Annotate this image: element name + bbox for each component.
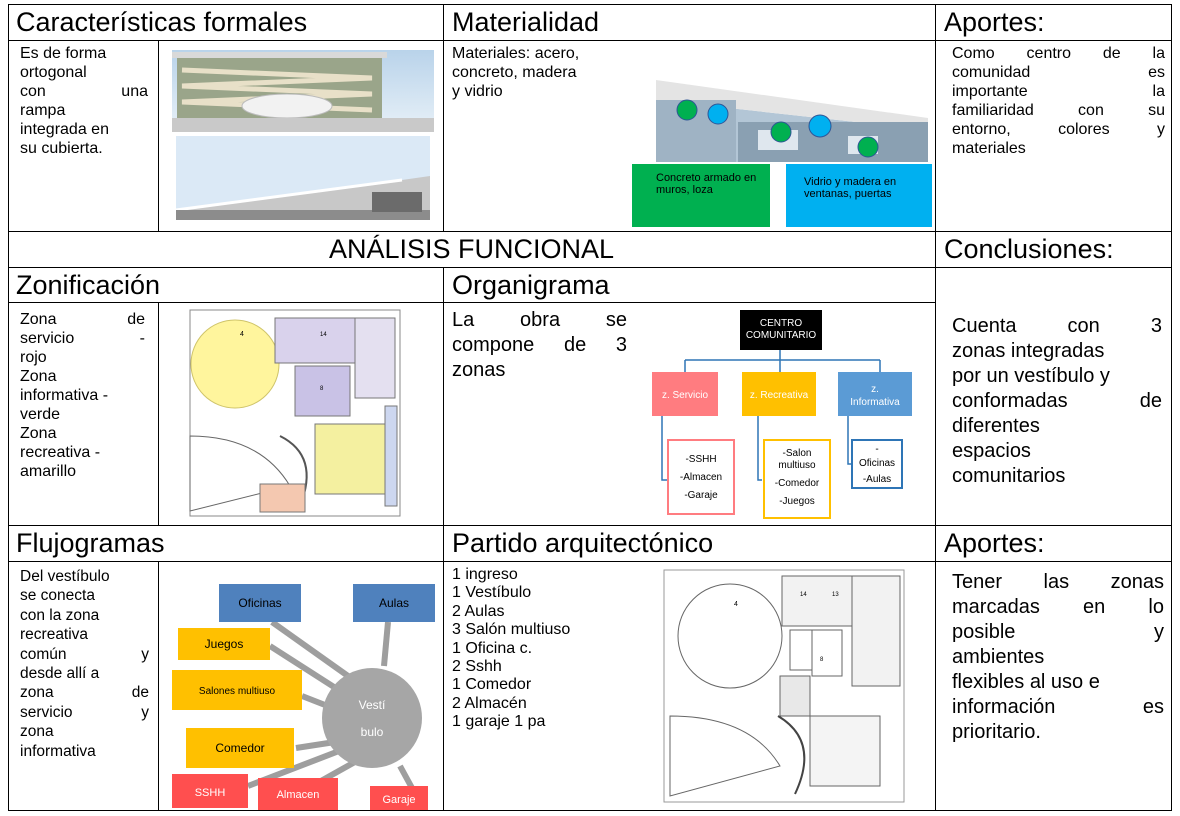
partido-list: 1 ingreso 1 Vestíbulo 2 Aulas 3 Salón mu… [452,566,571,731]
caracteristicas-heading: Características formales [16,7,308,37]
partido-heading: Partido arquitectónico [452,528,714,558]
org-servicio-label: z. Servicio [662,390,709,401]
caracteristicas-text: Es de forma ortogonal con una rampa inte… [20,45,148,157]
materialidad-heading: Materialidad [452,7,600,37]
svg-text:4: 4 [240,331,244,338]
flow-aulas-box [353,584,435,622]
svg-text:8: 8 [320,386,324,392]
org-recreativa-items-box [763,439,831,519]
org-informativa-box [838,372,912,416]
org-item-sshh: -SSHH [685,454,716,465]
org-root-box [740,310,822,350]
legend-glass-wood: Vidrio y madera en ventanas, puertas [786,164,932,227]
flow-oficinas-label: Oficinas [238,596,281,610]
conclusiones-text: Cuenta con 3 zonas integradas por un ves… [952,315,1162,487]
org-root-label-1: CENTRO [760,318,802,329]
partido-floor-plan-image: 4 14 13 8 [660,566,908,806]
zonificacion-text: Zona de servicio - rojo Zona informativa… [20,311,145,480]
org-item-multiuso: multiuso [778,460,816,471]
org-servicio-items-box [667,439,735,515]
org-recreativa-label: z. Recreativa [750,390,809,401]
vestibulo-label-1: Vestí [359,698,386,712]
org-item-garaje: -Garaje [684,490,718,501]
building-render-image [648,50,932,165]
analisis-funcional-heading: ANÁLISIS FUNCIONAL [328,234,615,264]
flow-salones-box [172,670,302,710]
org-root-label-2: COMUNITARIO [746,330,817,341]
org-item-almacen: -Almacen [680,472,722,483]
org-item-comedor: -Comedor [775,478,820,489]
vestibulo-circle [322,668,422,768]
svg-text:14: 14 [320,332,327,338]
flow-oficinas-box [219,584,301,622]
org-item-aulas: -Aulas [863,474,891,485]
organigrama-heading: Organigrama [452,270,610,300]
flow-salones-label: Salones multiuso [199,686,276,697]
svg-text:14: 14 [800,592,807,598]
flow-juegos-box [178,628,270,660]
org-item-dash: - [875,444,878,455]
aportes-heading: Aportes: [944,7,1045,37]
org-item-salon: -Salon [783,448,812,459]
org-informativa-items-box [851,439,903,489]
flow-almacen-label: Almacen [277,789,320,801]
flow-comedor-box [186,728,294,768]
org-informativa-label-1: z. [871,384,879,395]
flow-juegos-label: Juegos [205,637,244,651]
zoning-floor-plan-image: 4 14 8 [180,306,404,520]
flujogramas-heading: Flujogramas [16,528,165,558]
flujogramas-text: Del vestíbulo se conecta con la zona rec… [20,568,149,760]
svg-text:8: 8 [820,657,824,663]
flow-garaje-box [370,786,428,810]
zonificacion-heading: Zonificación [16,270,161,300]
aportes-heading-2: Aportes: [944,528,1045,558]
organigrama-text: La obra se compone de 3 zonas [452,309,627,381]
flow-sshh-box [172,774,248,808]
aportes-text-2: Tener las zonas marcadas en lo posible y… [952,571,1164,743]
aportes-text-1: Como centro de la comunidad es important… [952,45,1165,157]
flow-comedor-label: Comedor [215,741,264,755]
org-informativa-label-2: Informativa [850,397,900,408]
org-servicio-box [652,372,718,416]
flow-sshh-label: SSHH [195,787,226,799]
org-item-oficinas: Oficinas [859,458,895,469]
vestibulo-label-2: bulo [361,725,384,739]
flujograma-diagram: Vestí bulo Oficinas Aulas Juegos Salones… [172,584,435,810]
flow-almacen-box [258,778,338,810]
svg-text:4: 4 [734,601,738,608]
materialidad-text: Materiales: acero, concreto, madera y vi… [452,45,580,100]
org-item-juegos: -Juegos [779,496,815,507]
flow-garaje-label: Garaje [382,794,415,806]
legend-concrete: Concreto armado en muros, loza [632,164,770,227]
svg-text:13: 13 [832,592,839,598]
flow-aulas-label: Aulas [379,596,409,610]
organigrama-diagram: CENTRO COMUNITARIO z. Servicio z. Recrea… [652,310,912,519]
org-recreativa-box [742,372,816,416]
conclusiones-heading: Conclusiones: [944,234,1114,264]
building-elevation-image [172,50,434,222]
